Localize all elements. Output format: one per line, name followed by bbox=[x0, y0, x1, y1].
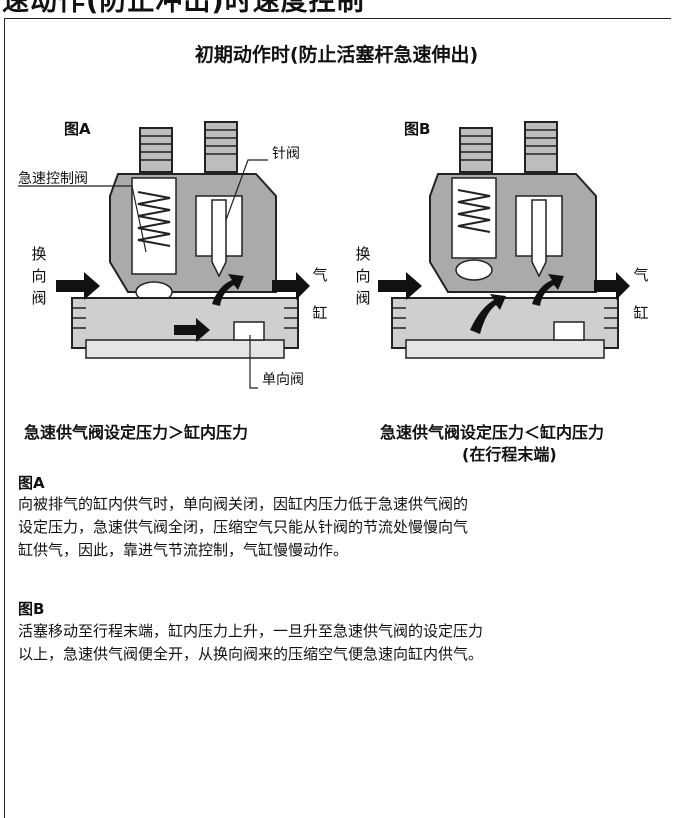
panel-title: 初期动作时(防止活塞杆急速伸出) bbox=[194, 44, 479, 66]
figure-b-right-char-2: 缸 bbox=[633, 304, 649, 322]
needle-valve-callout: 针阀 bbox=[272, 146, 300, 162]
note-b-line-1: 活塞移动至行程末端，缸内压力上升，一旦升至急速供气阀的设定压力 bbox=[18, 622, 484, 640]
figure-b-caption-sub: (在行程末端) bbox=[462, 445, 557, 464]
figure-a-right-label: 气 缸 bbox=[311, 256, 329, 332]
figure-b-inlet-arrow bbox=[378, 272, 422, 300]
figure-b-left-char-3: 阀 bbox=[355, 289, 371, 307]
note-a-line-3: 缸供气，因此，靠进气节流控制，气缸慢慢动作。 bbox=[18, 541, 349, 559]
figure-a-flow-arrows bbox=[56, 272, 310, 342]
figure-b-right-char-1: 气 bbox=[633, 266, 649, 284]
figure-a-inlet-arrow bbox=[56, 272, 100, 300]
figure-b-outlet-arrow bbox=[594, 272, 630, 300]
note-a-heading: 图A bbox=[18, 474, 45, 492]
figure-a-left-char-2: 向 bbox=[31, 267, 47, 285]
note-a-body: 向被排气的缸内供气时，单向阀关闭，因缸内压力低于急速供气阀的 设定压力，急速供气… bbox=[18, 493, 658, 562]
note-a-line-1: 向被排气的缸内供气时，单向阀关闭，因缸内压力低于急速供气阀的 bbox=[18, 495, 469, 513]
note-b-line-2: 以上，急速供气阀便全开，从换向阀来的压缩空气便急速向缸内供气。 bbox=[18, 645, 484, 663]
figure-b-left-char-2: 向 bbox=[355, 267, 371, 285]
figure-a-valve-body bbox=[71, 121, 299, 359]
figure-a-outlet-arrow bbox=[272, 272, 310, 300]
figure-a-curved-arrow bbox=[212, 274, 244, 306]
figure-a-caption: 急速供气阀设定压力＞缸内压力 bbox=[24, 423, 249, 442]
figure-b-quick-flow-arrow bbox=[470, 294, 506, 334]
note-b-heading: 图B bbox=[18, 600, 45, 618]
figure-b-valve-body bbox=[391, 121, 619, 359]
page-header-title: 速动作(防止冲出)时速度控制 bbox=[2, 0, 365, 17]
content-frame bbox=[4, 18, 671, 818]
quick-valve-callout: 急速控制阀 bbox=[18, 171, 88, 187]
note-b-body: 活塞移动至行程末端，缸内压力上升，一旦升至急速供气阀的设定压力 以上，急速供气阀… bbox=[18, 620, 658, 666]
figure-a-leader-lines bbox=[18, 159, 268, 389]
figure-a-label: 图A bbox=[64, 120, 91, 138]
figure-a-right-char-2: 缸 bbox=[312, 304, 328, 322]
figure-b-curved-arrow bbox=[532, 274, 564, 306]
figure-b-right-label: 气 缸 bbox=[632, 256, 650, 332]
figure-a-right-char-1: 气 bbox=[312, 266, 328, 284]
note-a-line-2: 设定压力，急速供气阀全闭，压缩空气只能从针阀的节流处慢慢向气 bbox=[18, 518, 469, 536]
figure-b-left-char-1: 换 bbox=[355, 245, 371, 263]
figure-b-label: 图B bbox=[404, 120, 431, 138]
figure-b-flow-arrows bbox=[378, 272, 630, 334]
check-valve-callout: 单向阀 bbox=[262, 372, 304, 388]
figure-a-left-char-1: 换 bbox=[31, 245, 47, 263]
figure-b-caption: 急速供气阀设定压力＜缸内压力 bbox=[380, 423, 605, 442]
figure-b-left-label: 换 向 阀 bbox=[354, 243, 372, 309]
figure-a-flow-arrow bbox=[174, 318, 210, 342]
figure-a-left-label: 换 向 阀 bbox=[30, 243, 48, 309]
figure-a-left-char-3: 阀 bbox=[31, 289, 47, 307]
